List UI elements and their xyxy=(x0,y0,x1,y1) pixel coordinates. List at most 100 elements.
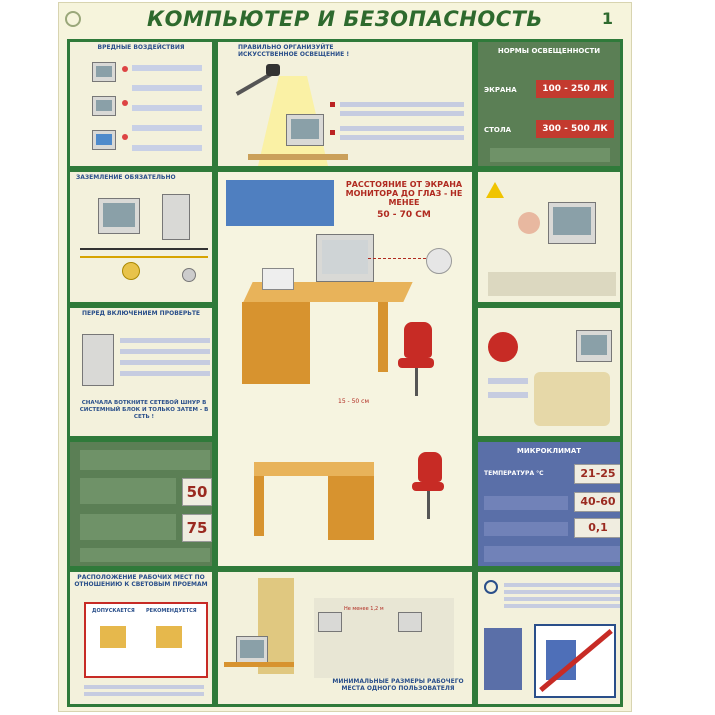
monitor-icon xyxy=(98,198,140,234)
time-label-1 xyxy=(80,478,176,504)
warning-note xyxy=(488,272,616,296)
system-unit-icon xyxy=(82,334,114,386)
chair-post-icon xyxy=(427,491,430,519)
allowed-label: ДОПУСКАЕТСЯ xyxy=(92,608,135,614)
panel-header: ПЕРЕД ВКЛЮЧЕНИЕМ ПРОВЕРЬТЕ xyxy=(81,310,201,317)
panel-minimum-size: Не менее 1,2 м МИНИМАЛЬНЫЕ РАЗМЕРЫ РАБОЧ… xyxy=(215,569,475,707)
monitor-icon xyxy=(576,330,612,362)
pregnant-woman-sign-icon xyxy=(534,624,616,698)
rules-text xyxy=(504,580,620,616)
ground-wire xyxy=(80,256,208,258)
chair-back-icon xyxy=(404,322,432,358)
restrictions-list xyxy=(484,628,522,690)
desk-leg xyxy=(254,476,264,536)
temperature-value: 21-25 xyxy=(574,464,620,484)
time-header xyxy=(80,450,210,470)
head-icon xyxy=(426,248,452,274)
humidity-label xyxy=(484,496,568,510)
page-number: 1 xyxy=(601,9,613,28)
panel-workplace-layout: РАСПОЛОЖЕНИЕ РАБОЧИХ МЕСТ ПО ОТНОШЕНИЮ К… xyxy=(67,569,215,707)
panel-grounding: ЗАЗЕМЛЕНИЕ ОБЯЗАТЕЛЬНО xyxy=(67,169,215,305)
time-value-1: 50 xyxy=(182,478,212,506)
panel-protection-devices xyxy=(475,305,623,439)
panel-harmful-effects: ВРЕДНЫЕ ВОЗДЕЙСТВИЯ xyxy=(67,39,215,169)
desk-surface xyxy=(224,662,294,667)
panel-header: РАСПОЛОЖЕНИЕ РАБОЧИХ МЕСТ ПО ОТНОШЕНИЮ К… xyxy=(74,574,208,588)
spacing-label: Не менее 1,2 м xyxy=(344,606,384,612)
desk-surface xyxy=(248,154,348,160)
poster-title: КОМПЬЮТЕР И БЕЗОПАСНОСТЬ xyxy=(147,7,543,31)
screen-label: ЭКРАНА xyxy=(484,86,517,94)
panel-header: НОРМЫ ОСВЕЩЕННОСТИ xyxy=(497,47,601,55)
plug-icon xyxy=(182,268,196,282)
panel-workplace-center: РАССТОЯНИЕ ОТ ЭКРАНА МОНИТОРА ДО ГЛАЗ - … xyxy=(215,169,475,569)
temperature-label: ТЕМПЕРАТУРА °С xyxy=(484,470,544,477)
desk-top xyxy=(254,462,374,476)
table-label: СТОЛА xyxy=(484,126,512,134)
desk-side xyxy=(242,302,310,384)
electric-hazard-icon xyxy=(486,182,504,198)
desk-lamp-icon xyxy=(266,64,280,76)
table-illumination-value: 300 - 500 ЛК xyxy=(536,120,614,138)
monitor-icon xyxy=(548,202,596,244)
info-icon xyxy=(484,580,498,594)
desk-lamp-arm-icon xyxy=(235,72,273,96)
monitor-icon xyxy=(236,636,268,664)
monitor-icon xyxy=(92,130,116,150)
panel-allowed-time: 50 75 xyxy=(67,439,215,569)
safety-poster: КОМПЬЮТЕР И БЕЗОПАСНОСТЬ 1 ВРЕДНЫЕ ВОЗДЕ… xyxy=(58,2,632,712)
power-cord-note: СНАЧАЛА ВОТКНИТЕ СЕТЕВОЙ ШНУР В СИСТЕМНЫ… xyxy=(79,400,209,420)
panel-illumination-norms: НОРМЫ ОСВЕЩЕННОСТИ ЭКРАНА 100 - 250 ЛК С… xyxy=(475,39,623,169)
effects-list xyxy=(132,60,202,156)
room-floor xyxy=(314,598,454,678)
warning-dot-icon xyxy=(122,66,128,72)
legend xyxy=(84,682,204,700)
monitor-icon xyxy=(318,612,342,632)
distance-line xyxy=(368,258,426,260)
panel-header: ПРАВИЛЬНО ОРГАНИЗУЙТЕ ИСКУССТВЕННОЕ ОСВЕ… xyxy=(238,44,350,58)
desk-plan-icon xyxy=(156,626,182,648)
tangled-cables-icon xyxy=(534,372,610,426)
panel-no-self-repair xyxy=(475,169,623,305)
air-speed-label xyxy=(484,522,568,536)
publisher-logo-icon xyxy=(65,11,81,27)
chair-seat-icon xyxy=(398,358,434,368)
chair-back-icon xyxy=(418,452,442,482)
humidity-value: 40-60 xyxy=(574,492,620,512)
socket-icon xyxy=(122,262,140,280)
desk-drawer xyxy=(328,476,374,540)
panel-header: МИКРОКЛИМАТ xyxy=(516,447,582,455)
desk-plan-icon xyxy=(100,626,126,648)
monitor-protection-note xyxy=(226,180,334,226)
illumination-note xyxy=(490,148,610,162)
printer-icon xyxy=(262,268,294,290)
system-unit-icon xyxy=(162,194,190,240)
monitor-icon xyxy=(92,96,116,116)
chair-post-icon xyxy=(415,368,418,396)
warning-dot-icon xyxy=(122,100,128,106)
screen-illumination-value: 100 - 250 ЛК xyxy=(536,80,614,98)
monitor-icon xyxy=(92,62,116,82)
checklist xyxy=(120,332,210,382)
microclimate-note xyxy=(484,546,620,562)
min-size-note: МИНИМАЛЬНЫЕ РАЗМЕРЫ РАБОЧЕГО МЕСТА ОДНОГ… xyxy=(332,678,464,692)
monitor-icon xyxy=(398,612,422,632)
panel-header: ЗАЗЕМЛЕНИЕ ОБЯЗАТЕЛЬНО xyxy=(76,174,176,181)
distance-value: 50 - 70 СМ xyxy=(377,210,431,220)
panel-before-start: ПЕРЕД ВКЛЮЧЕНИЕМ ПРОВЕРЬТЕ СНАЧАЛА ВОТКН… xyxy=(67,305,215,439)
distance-heading: РАССТОЯНИЕ ОТ ЭКРАНА МОНИТОРА ДО ГЛАЗ - … xyxy=(345,180,463,207)
warning-dot-icon xyxy=(122,134,128,140)
lighting-instructions xyxy=(340,98,464,158)
time-note xyxy=(80,548,210,562)
bullet-icon xyxy=(330,130,335,135)
room-plan: ДОПУСКАЕТСЯ РЕКОМЕНДУЕТСЯ xyxy=(84,602,208,678)
person-icon xyxy=(518,212,540,234)
time-value-2: 75 xyxy=(182,514,212,542)
caption-line xyxy=(488,392,528,398)
desk-dimension: 15 - 50 см xyxy=(338,398,369,405)
chair-seat-icon xyxy=(412,482,444,491)
ban-icon xyxy=(488,332,518,362)
bullet-icon xyxy=(330,102,335,107)
time-label-2 xyxy=(80,514,176,540)
panel-header: ВРЕДНЫЕ ВОЗДЕЙСТВИЯ xyxy=(97,44,185,51)
